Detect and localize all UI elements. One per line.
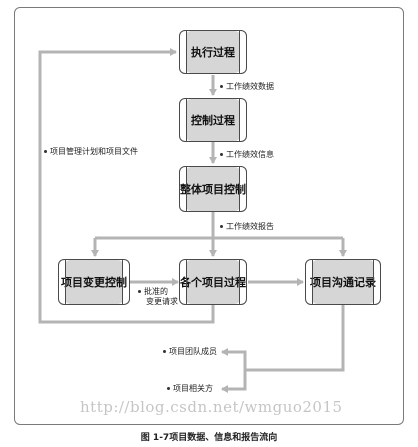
bullet-icon [44, 150, 47, 153]
diagram-frame [14, 7, 404, 425]
bullet-icon [167, 387, 170, 390]
change-control-box: 项目变更控制 [58, 259, 130, 305]
bullet-icon [220, 153, 223, 156]
plan-and-docs-label: 项目管理计划和项目文件 [44, 147, 138, 157]
figure-caption: 图 1-7项目数据、信息和报告流向 [140, 433, 278, 443]
arrow-to-stakeholders [221, 370, 247, 393]
stakeholders-label: 项目相关方 [167, 384, 213, 394]
integration-control-label: 整体项目控制 [180, 183, 246, 196]
control-process-box: 控制过程 [179, 98, 247, 142]
project-processes-label: 各个项目过程 [180, 276, 246, 289]
bullet-icon [138, 290, 141, 293]
bullet-icon [220, 225, 223, 228]
execute-process-label: 执行过程 [191, 46, 235, 59]
watermark: http://blog.csdn.net/wmguo2015 [80, 398, 343, 416]
work-performance-info-label: 工作绩效信息 [220, 150, 274, 160]
team-members-label: 项目团队成员 [163, 347, 217, 357]
control-process-label: 控制过程 [191, 114, 235, 127]
arrow-feedback-loop [38, 48, 215, 324]
bullet-icon [163, 350, 166, 353]
execute-process-box: 执行过程 [179, 30, 247, 74]
arrow-comm-out [245, 305, 345, 372]
work-performance-data-label: 工作绩效数据 [220, 82, 274, 92]
project-processes-box: 各个项目过程 [179, 259, 247, 305]
change-control-label: 项目变更控制 [61, 276, 127, 289]
communication-records-box: 项目沟通记录 [305, 259, 381, 305]
work-performance-reports-label: 工作绩效报告 [220, 222, 274, 232]
bullet-icon [220, 85, 223, 88]
arrow-to-team [221, 348, 247, 370]
integration-control-box: 整体项目控制 [179, 166, 247, 212]
approved-changes-label: 批准的 变更请求 [138, 287, 178, 307]
communication-records-label: 项目沟通记录 [310, 276, 376, 289]
